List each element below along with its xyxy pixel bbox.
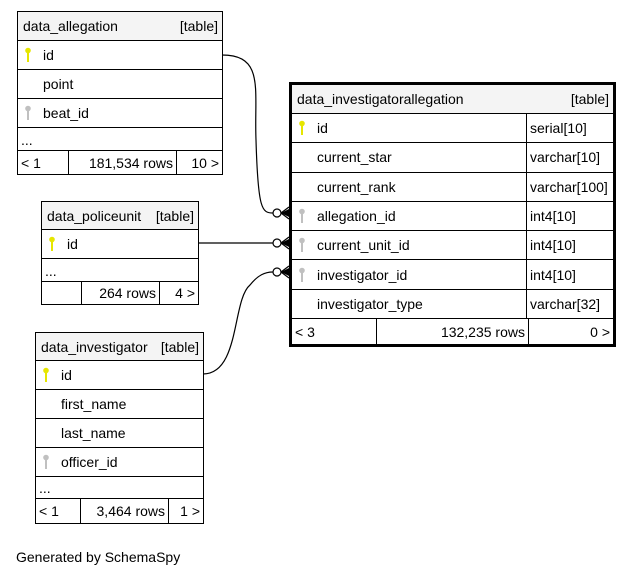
more-columns[interactable]: ... <box>36 477 203 499</box>
children-link[interactable]: 4 > <box>159 282 198 304</box>
table-data-policeunit[interactable]: data_policeunit [table] id ... 264 rows … <box>41 201 199 305</box>
children-link[interactable]: 1 > <box>168 499 203 523</box>
table-name: data_investigatorallegation <box>297 91 464 107</box>
primary-key-icon <box>49 236 55 252</box>
parents-link[interactable]: < 3 <box>295 323 315 340</box>
row-count: 181,534 rows <box>68 151 176 174</box>
optional-circle-icon <box>272 208 282 218</box>
column-row[interactable]: id serial[10] <box>292 114 613 144</box>
column-type: varchar[32] <box>526 289 613 319</box>
table-kind: [table] <box>179 18 218 34</box>
parents-link[interactable]: < 1 <box>21 154 41 171</box>
foreign-key-icon <box>25 105 31 121</box>
column-name: allegation_id <box>317 208 396 225</box>
arrow-head-icon <box>281 209 289 217</box>
more-columns[interactable]: ... <box>18 128 222 151</box>
table-header[interactable]: data_policeunit [table] <box>42 202 198 230</box>
column-type: varchar[10] <box>526 143 613 172</box>
row-count: 3,464 rows <box>80 499 168 523</box>
relationship-line <box>202 271 274 375</box>
table-kind: [table] <box>160 338 199 355</box>
column-row[interactable]: investigator_id int4[10] <box>292 260 613 290</box>
column-type: serial[10] <box>526 114 613 143</box>
parents-link[interactable]: < 1 <box>39 503 59 519</box>
column-row[interactable]: id <box>42 230 198 259</box>
column-name: current_unit_id <box>317 237 410 254</box>
column-row[interactable]: current_rank varchar[100] <box>292 172 613 202</box>
table-footer: 264 rows 4 > <box>42 282 198 304</box>
column-row[interactable]: investigator_type varchar[32] <box>292 289 613 320</box>
generated-by-label: Generated by SchemaSpy <box>16 549 181 565</box>
column-row[interactable]: first_name <box>36 390 203 419</box>
primary-key-icon <box>25 47 31 63</box>
primary-key-icon <box>299 120 305 136</box>
column-name: id <box>61 367 72 383</box>
column-name: id <box>43 47 54 63</box>
row-count: 132,235 rows <box>376 319 528 345</box>
table-data-allegation[interactable]: data_allegation [table] id point beat_id… <box>17 11 223 175</box>
column-name: beat_id <box>43 105 89 121</box>
column-name: last_name <box>61 425 126 441</box>
column-name: id <box>317 120 328 137</box>
column-name: officer_id <box>61 454 118 470</box>
foreign-key-icon <box>299 208 305 224</box>
children-link[interactable]: 10 > <box>176 151 222 174</box>
table-kind: [table] <box>155 207 194 224</box>
table-footer: < 1 181,534 rows 10 > <box>18 151 222 174</box>
column-type: int4[10] <box>526 201 613 231</box>
column-name: investigator_type <box>317 295 423 312</box>
column-type: int4[10] <box>526 231 613 260</box>
table-header[interactable]: data_allegation [table] <box>18 12 222 41</box>
table-data-investigator[interactable]: data_investigator [table] id first_name … <box>35 332 204 524</box>
parents-link[interactable] <box>42 282 81 304</box>
column-row[interactable]: current_star varchar[10] <box>292 143 613 173</box>
children-link[interactable]: 0 > <box>528 319 613 345</box>
column-row[interactable]: beat_id <box>18 99 222 128</box>
column-row[interactable]: allegation_id int4[10] <box>292 201 613 232</box>
column-type: varchar[100] <box>526 172 613 201</box>
column-row[interactable]: id <box>36 361 203 390</box>
more-columns[interactable]: ... <box>42 259 198 282</box>
column-type: int4[10] <box>526 260 613 289</box>
column-name: current_rank <box>317 178 396 195</box>
column-row[interactable]: id <box>18 41 222 70</box>
optional-circle-icon <box>272 267 282 277</box>
column-name: investigator_id <box>317 266 408 283</box>
column-name: first_name <box>61 396 127 412</box>
table-data-investigatorallegation[interactable]: data_investigatorallegation [table] id s… <box>289 82 616 348</box>
foreign-key-icon <box>299 237 305 253</box>
arrow-head-icon <box>281 268 289 276</box>
column-name: point <box>43 76 74 92</box>
table-footer: < 3 132,235 rows 0 > <box>292 319 613 345</box>
row-count: 264 rows <box>81 282 159 304</box>
column-name: id <box>67 236 78 252</box>
table-name: data_policeunit <box>47 207 142 224</box>
table-header[interactable]: data_investigatorallegation [table] <box>292 85 613 114</box>
column-row[interactable]: officer_id <box>36 448 203 477</box>
table-kind: [table] <box>570 91 609 107</box>
foreign-key-icon <box>43 454 49 470</box>
table-header[interactable]: data_investigator [table] <box>36 333 203 361</box>
relationship-line <box>221 54 274 214</box>
foreign-key-icon <box>299 267 305 283</box>
arrow-head-icon <box>281 239 289 247</box>
table-footer: < 1 3,464 rows 1 > <box>36 499 203 523</box>
table-name: data_allegation <box>23 18 118 34</box>
column-row[interactable]: point <box>18 70 222 99</box>
table-name: data_investigator <box>41 338 148 355</box>
column-row[interactable]: last_name <box>36 419 203 448</box>
optional-circle-icon <box>272 238 282 248</box>
primary-key-icon <box>43 367 49 383</box>
column-name: current_star <box>317 149 392 166</box>
column-row[interactable]: current_unit_id int4[10] <box>292 231 613 261</box>
